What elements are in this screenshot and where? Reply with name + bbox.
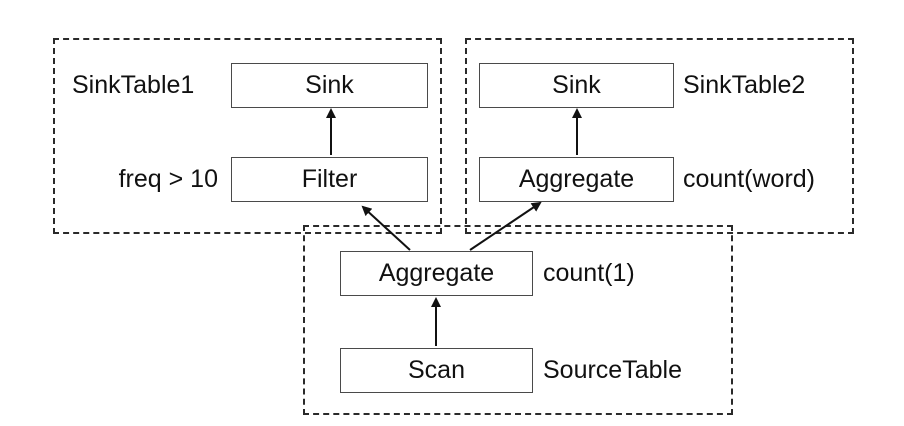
sourcetable-label: SourceTable	[543, 356, 682, 384]
sink1-node: Sink	[231, 63, 428, 108]
filter-condition-label: freq > 10	[118, 165, 218, 193]
filter-node: Filter	[231, 157, 428, 202]
edge-source-aggregate-to-sink2-aggregate	[469, 201, 542, 251]
scan-node: Scan	[340, 348, 533, 393]
sinktable1-label: SinkTable1	[72, 71, 195, 99]
count-one-label: count(1)	[543, 259, 635, 287]
edge-source-aggregate-to-filter	[361, 205, 411, 251]
sink2-node: Sink	[479, 63, 674, 108]
sink1-group-box	[53, 38, 442, 234]
sink2-group-box	[465, 38, 854, 234]
source-aggregate-node: Aggregate	[340, 251, 533, 296]
source-group-box	[303, 225, 733, 415]
sinktable2-label: SinkTable2	[683, 71, 806, 99]
sink2-aggregate-node: Aggregate	[479, 157, 674, 202]
count-word-label: count(word)	[683, 165, 815, 193]
